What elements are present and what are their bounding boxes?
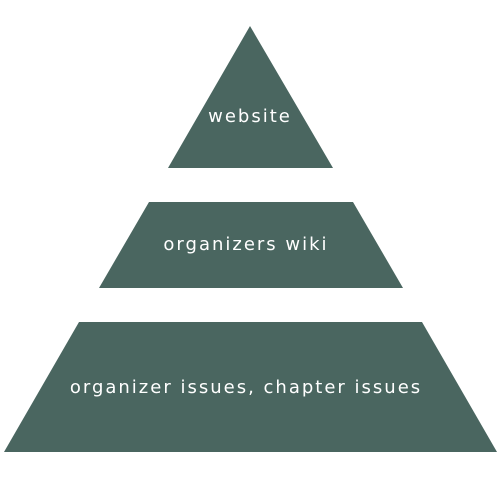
pyramid-tier-bottom: organizer issues, chapter issues — [4, 322, 497, 452]
pyramid-tier-middle-shape — [99, 202, 403, 288]
pyramid-tier-top-label: website — [208, 106, 292, 127]
pyramid-tier-top: website — [168, 26, 333, 168]
pyramid-tier-middle-label: organizers wiki — [163, 234, 328, 255]
pyramid-tier-bottom-label: organizer issues, chapter issues — [70, 377, 422, 398]
pyramid-tier-bottom-shape — [4, 322, 497, 452]
pyramid-tier-middle: organizers wiki — [99, 202, 403, 288]
pyramid-tier-top-shape — [168, 26, 333, 168]
